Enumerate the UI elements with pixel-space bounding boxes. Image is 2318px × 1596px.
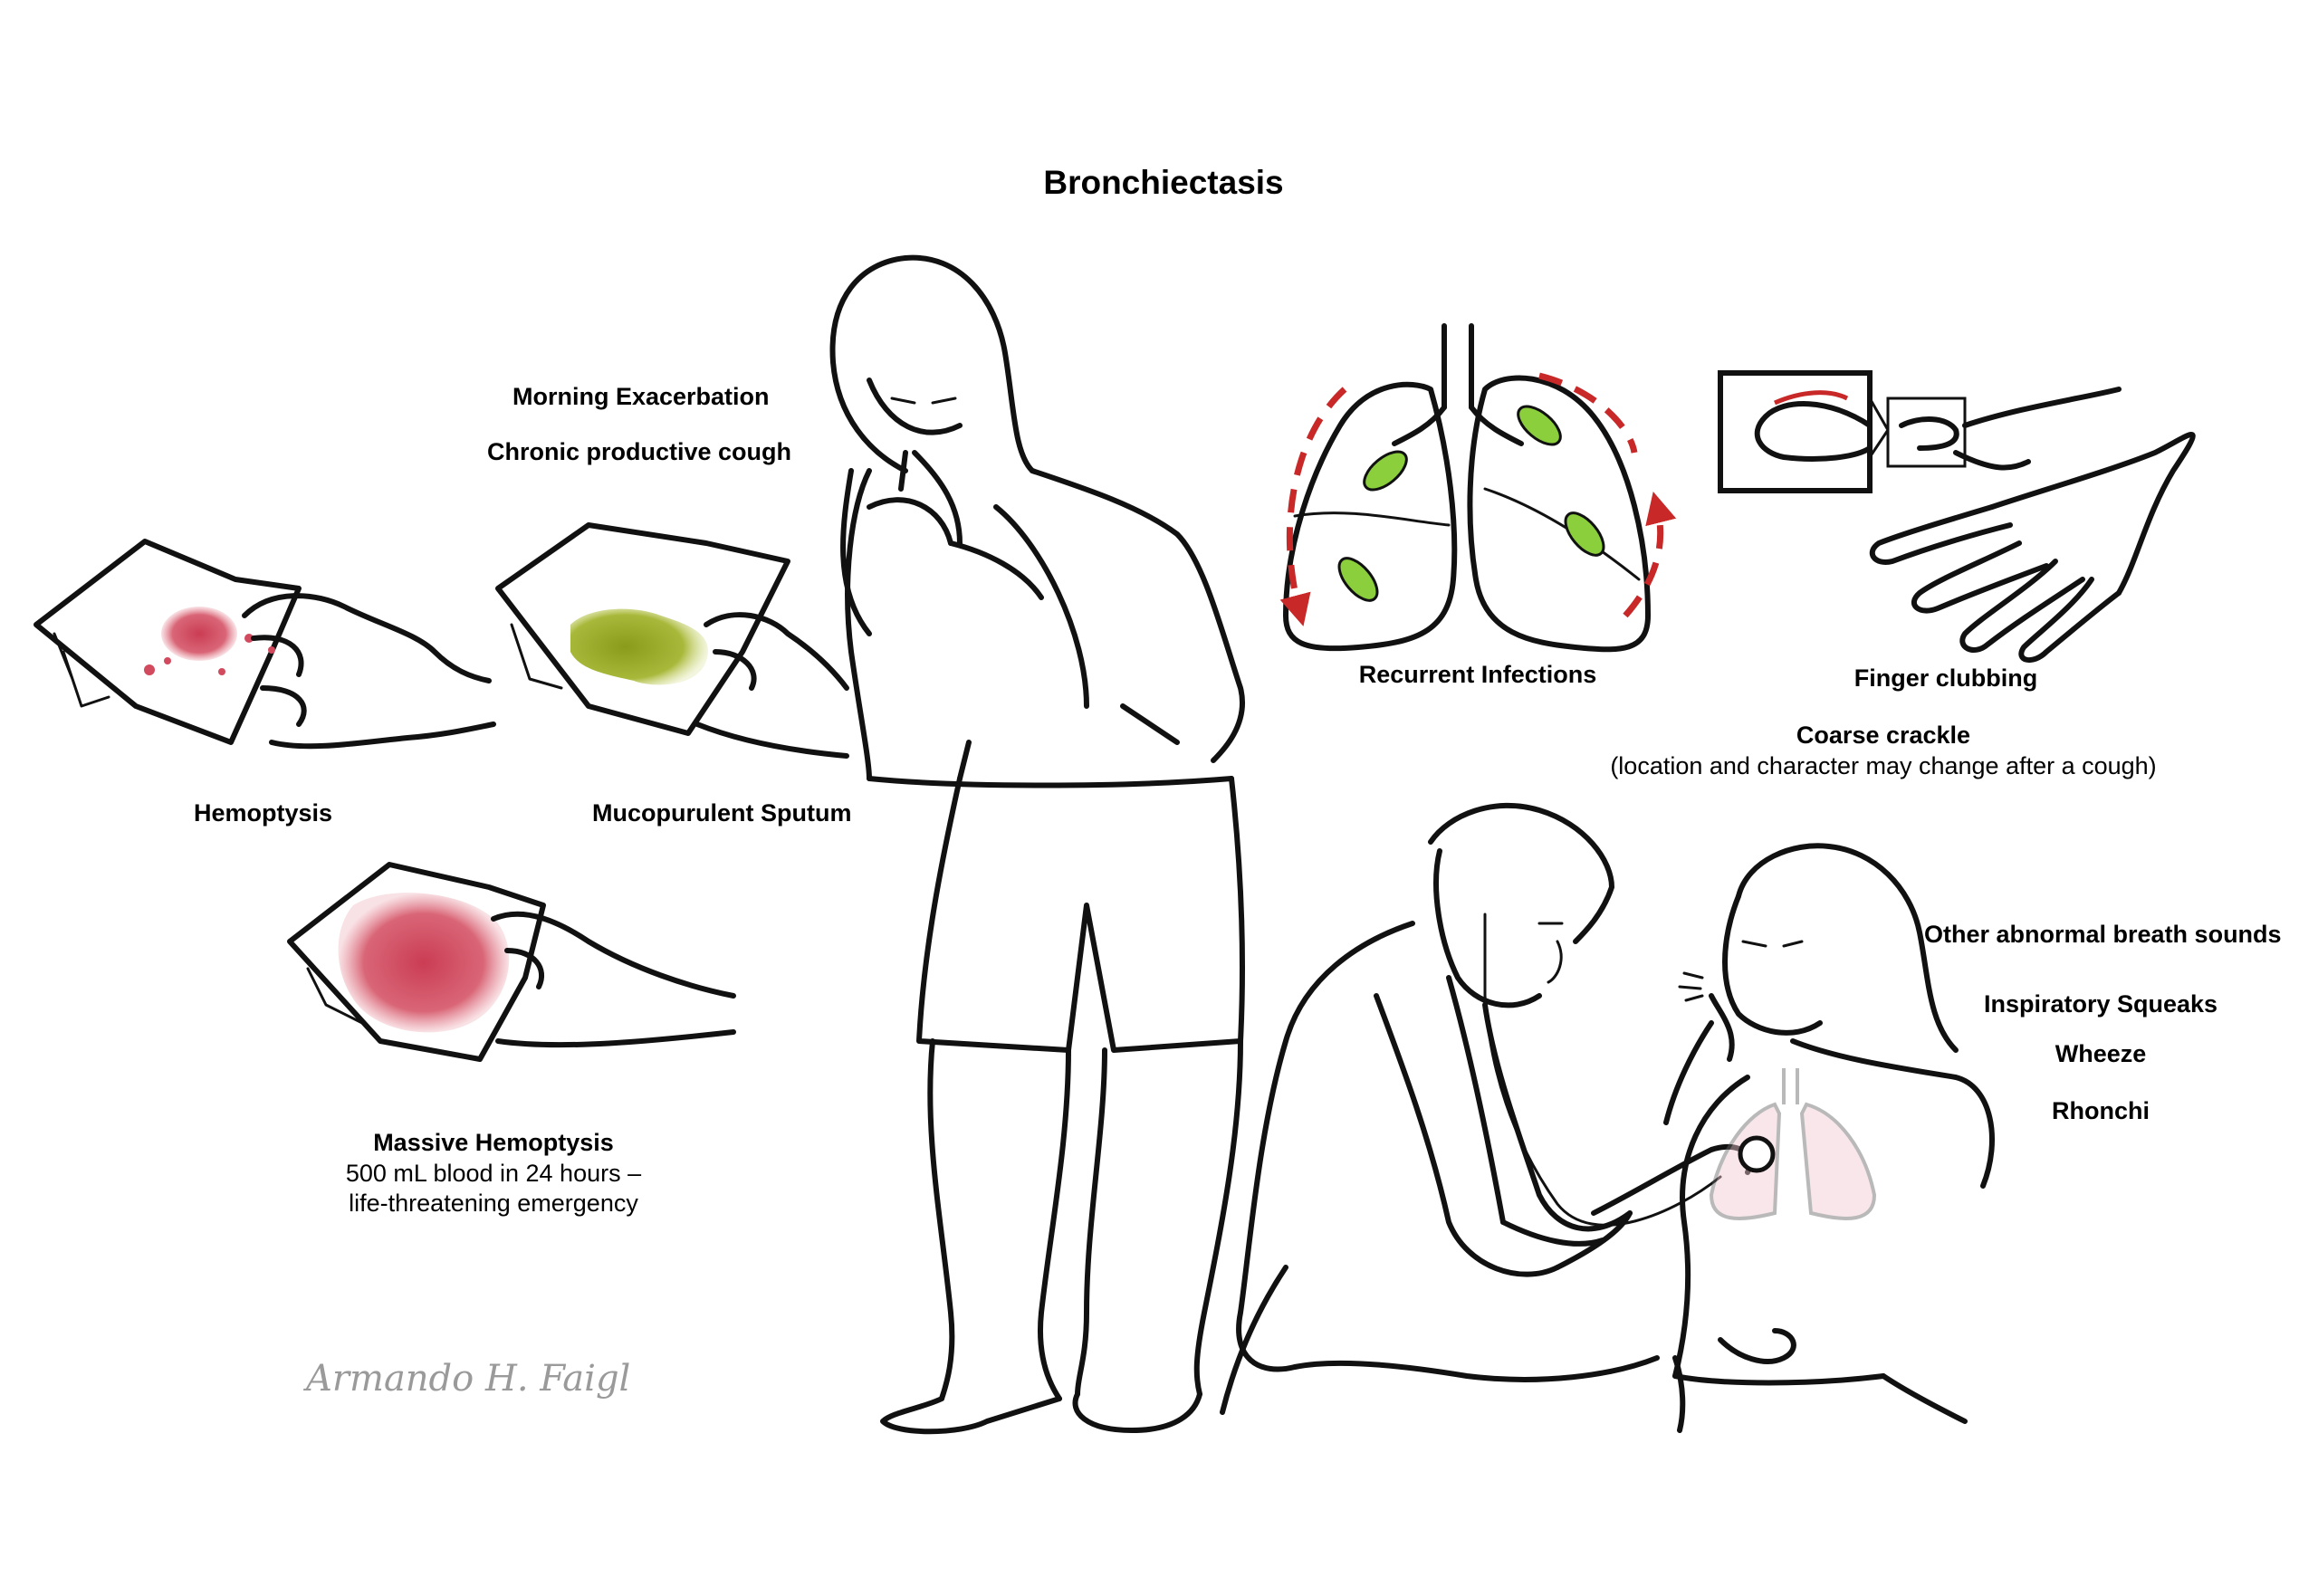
label-massive-hemoptysis-line2: life-threatening emergency [349,1190,638,1217]
label-hemoptysis: Hemoptysis [194,799,333,827]
stethoscope-chestpiece [1738,1135,1776,1173]
patient-lungs-overlay [1709,1068,1877,1220]
blood-stain [161,607,237,661]
patient-figure [1663,843,1995,1424]
label-wheeze: Wheeze [2055,1040,2147,1067]
label-rhonchi: Rhonchi [2052,1097,2150,1124]
label-mucopurulent-sputum: Mucopurulent Sputum [592,799,852,827]
diagram-title: Bronchiectasis [1043,164,1284,201]
finger-clubbing-illustration [1718,370,2196,663]
left-lung [1283,381,1458,652]
massive-blood-stain [338,893,510,1033]
label-inspiratory-squeaks: Inspiratory Squeaks [1983,990,2218,1018]
massive-hemoptysis-illustration [287,862,736,1062]
coughing-woman-figure [829,254,1245,1435]
lungs-illustration [1279,323,1677,653]
label-chronic-cough: Chronic productive cough [487,438,792,465]
arrow-left [1279,387,1347,626]
label-massive-hemoptysis-line1: 500 mL blood in 24 hours – [345,1160,642,1187]
label-finger-clubbing: Finger clubbing [1853,664,2038,692]
label-recurrent-infections: Recurrent Infections [1358,661,1597,688]
finger-detail-box [1886,397,1967,468]
hemoptysis-illustration [34,539,496,750]
right-lung [1467,375,1651,653]
arrow-right-top [1538,372,1638,454]
zoom-box [1718,370,1873,493]
sputum-illustration [495,522,849,759]
bacteria [1337,405,1605,602]
artist-signature: Armando H. Faigl [306,1358,631,1400]
arrow-right-bottom [1623,492,1677,618]
sputum-stain [570,608,708,685]
label-massive-hemoptysis: Massive Hemoptysis [373,1129,614,1156]
doctor-figure [1220,802,1753,1433]
label-morning-exacerbation: Morning Exacerbation [512,383,770,410]
label-other-sounds: Other abnormal breath sounds [1924,921,2282,948]
label-coarse-crackle-note: (location and character may change after… [1610,752,2157,779]
label-coarse-crackle: Coarse crackle [1796,722,1971,749]
